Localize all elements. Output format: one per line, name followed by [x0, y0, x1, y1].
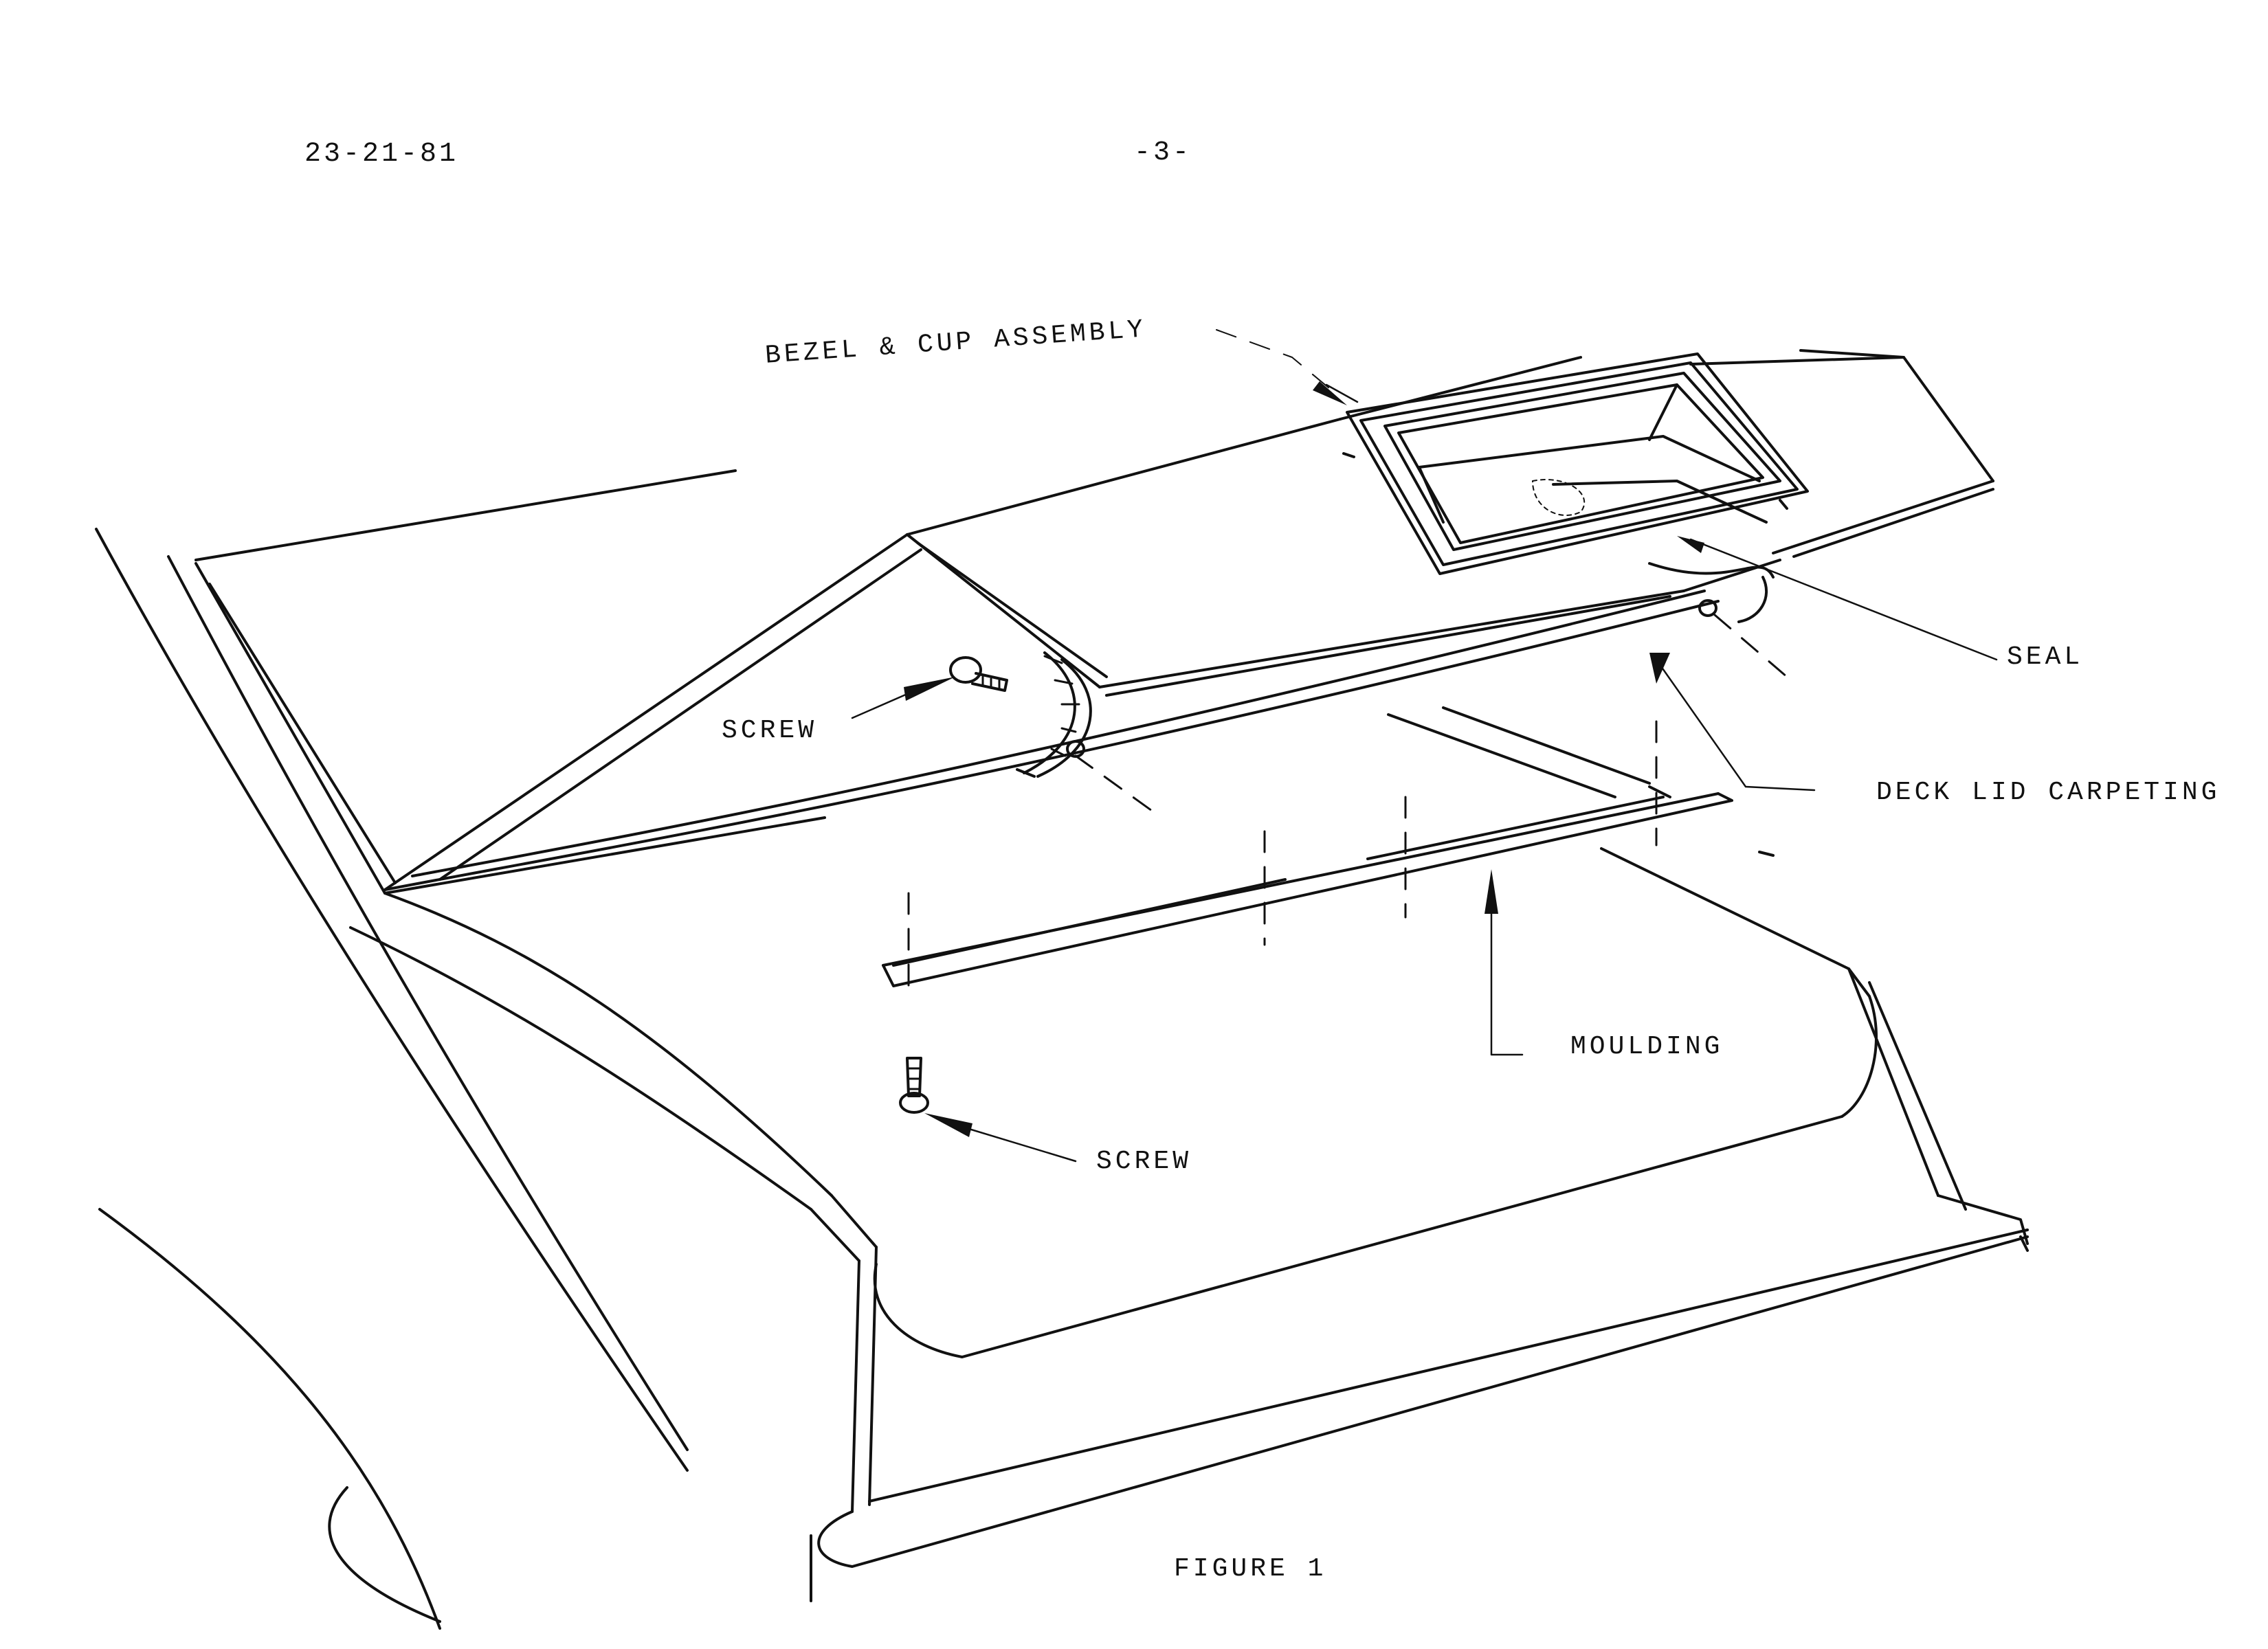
- arrowheads: [904, 381, 1704, 1137]
- label-seal: SEAL: [2007, 642, 2084, 672]
- label-moulding: MOULDING: [1570, 1032, 1724, 1062]
- alignment-lines: [907, 329, 1788, 994]
- moulding-shape: [882, 792, 1733, 987]
- leader-lines: [851, 383, 1998, 1163]
- deck-lid-carpeting-shape: [383, 349, 1994, 891]
- upper-screw-shape: [949, 656, 1008, 692]
- label-screw-lower: SCREW: [1096, 1147, 1192, 1176]
- rear-window-line: [194, 469, 737, 561]
- page-number: -3-: [1134, 137, 1192, 168]
- document-number: 23-21-81: [304, 139, 459, 170]
- lower-screw-shape: [899, 1057, 929, 1114]
- bezel-cup-assembly-shape: [1342, 352, 1809, 575]
- figure-caption: FIGURE 1: [1174, 1554, 1327, 1584]
- label-deck-lid-carpeting: DECK LID CARPETING: [1876, 778, 2221, 807]
- deck-lid-panel: [194, 562, 2029, 1602]
- label-screw-upper: SCREW: [722, 716, 818, 745]
- car-body-outline: [95, 528, 689, 1630]
- clip-and-holes: [1016, 576, 1768, 778]
